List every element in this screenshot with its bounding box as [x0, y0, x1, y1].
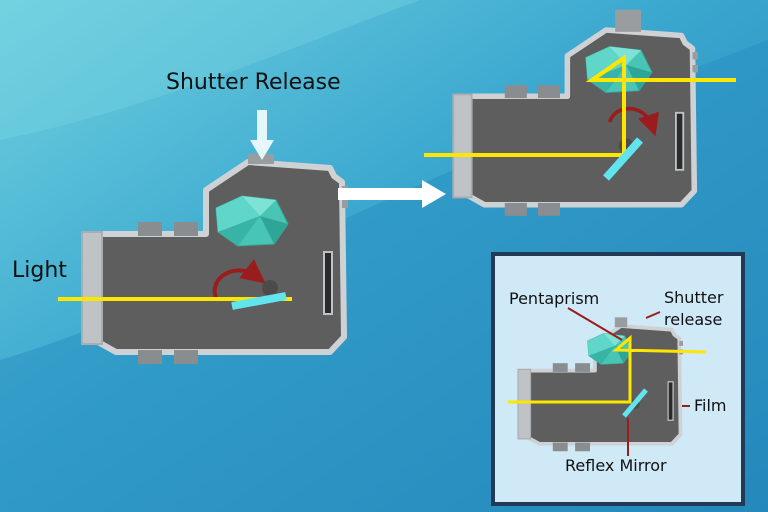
rotation-arrow-icon-right [607, 106, 659, 137]
label-shutter-release: Shutter Release [166, 70, 341, 95]
light-beam-inset [508, 334, 707, 404]
reflex-mirror-left [231, 292, 287, 310]
light-beam-right-diag [590, 56, 626, 82]
label-film: Film [694, 396, 727, 415]
label-shutter-release-small-1: Shutter [664, 288, 724, 307]
reflex-mirror-inset [622, 388, 648, 418]
label-shutter-release-small-2: release [664, 310, 723, 329]
camera-inset [516, 317, 685, 454]
background-swoosh-light [0, 0, 420, 140]
pentaprism-right [585, 46, 653, 94]
rotation-arrow-icon [212, 259, 266, 299]
leader-shutter [645, 311, 661, 319]
pentaprism-left [215, 195, 289, 247]
label-light: Light [12, 258, 67, 283]
shutter-release-button-right [615, 9, 641, 32]
label-reflex-mirror: Reflex Mirror [565, 456, 667, 475]
down-arrow-icon [250, 110, 274, 160]
right-arrow-icon [338, 180, 446, 208]
camera-left [82, 154, 348, 364]
leader-pentaprism [567, 307, 623, 341]
inset-panel [491, 252, 745, 506]
reflex-mirror-right [603, 137, 643, 181]
label-pentaprism: Pentaprism [509, 289, 600, 308]
shutter-release-button [248, 154, 274, 164]
camera-right [453, 9, 698, 216]
